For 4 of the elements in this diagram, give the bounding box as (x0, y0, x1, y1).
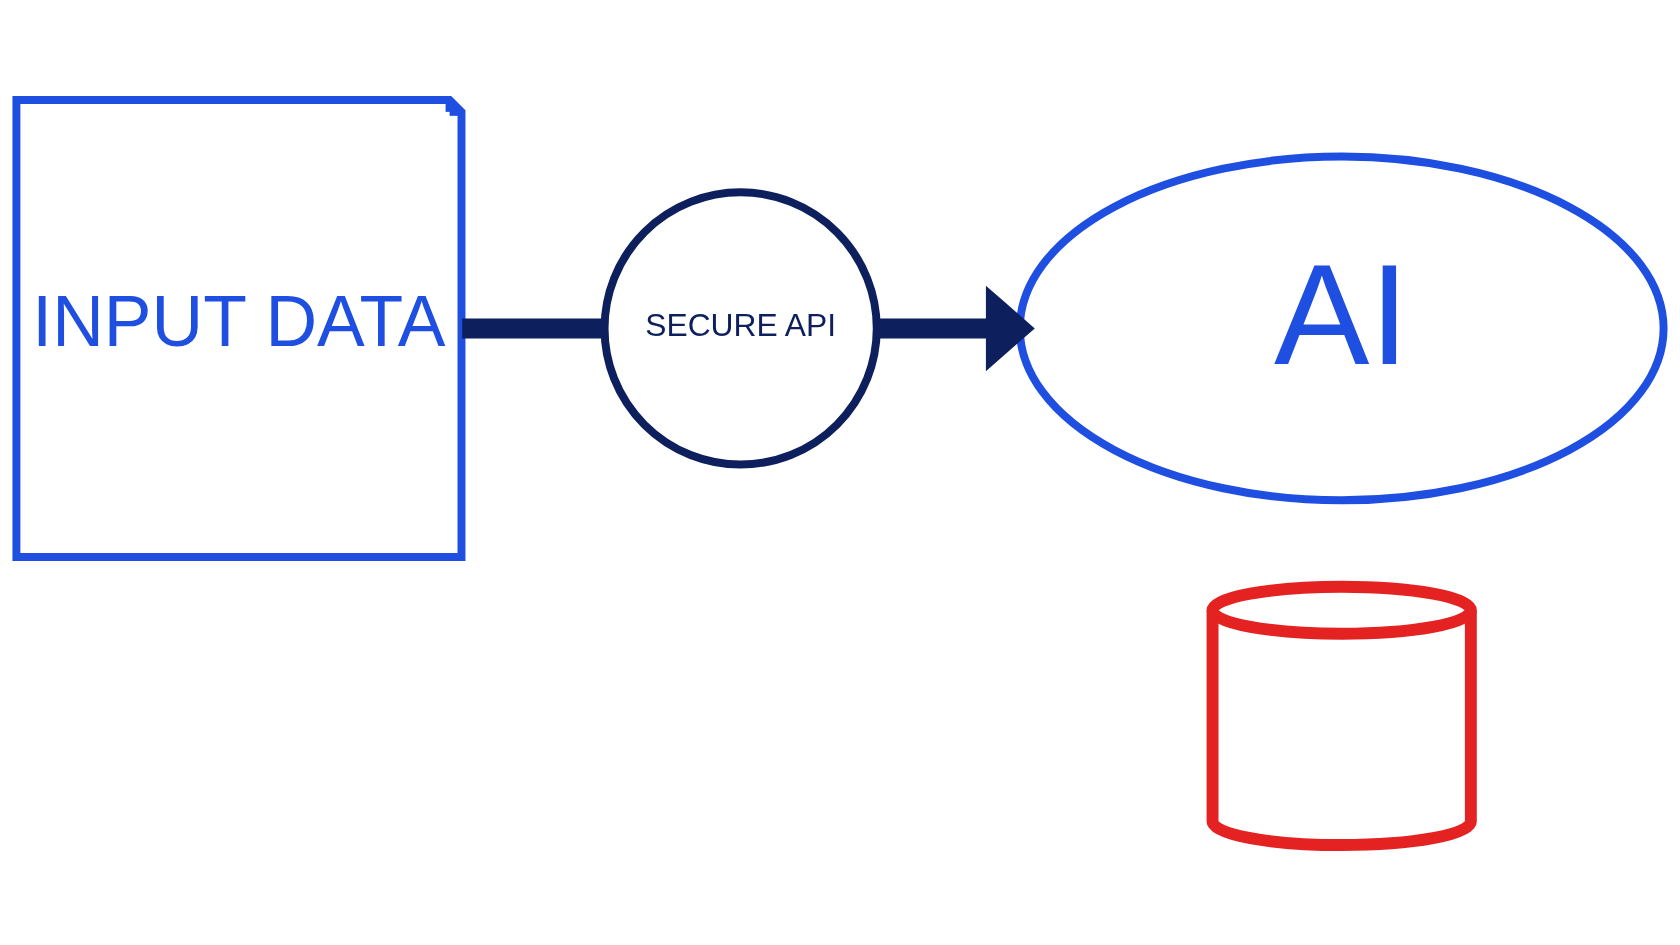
arrow (877, 285, 1035, 372)
node-ellipse: AI (1015, 152, 1668, 505)
node-circle: SECURE API (600, 188, 881, 469)
connector (462, 318, 604, 339)
